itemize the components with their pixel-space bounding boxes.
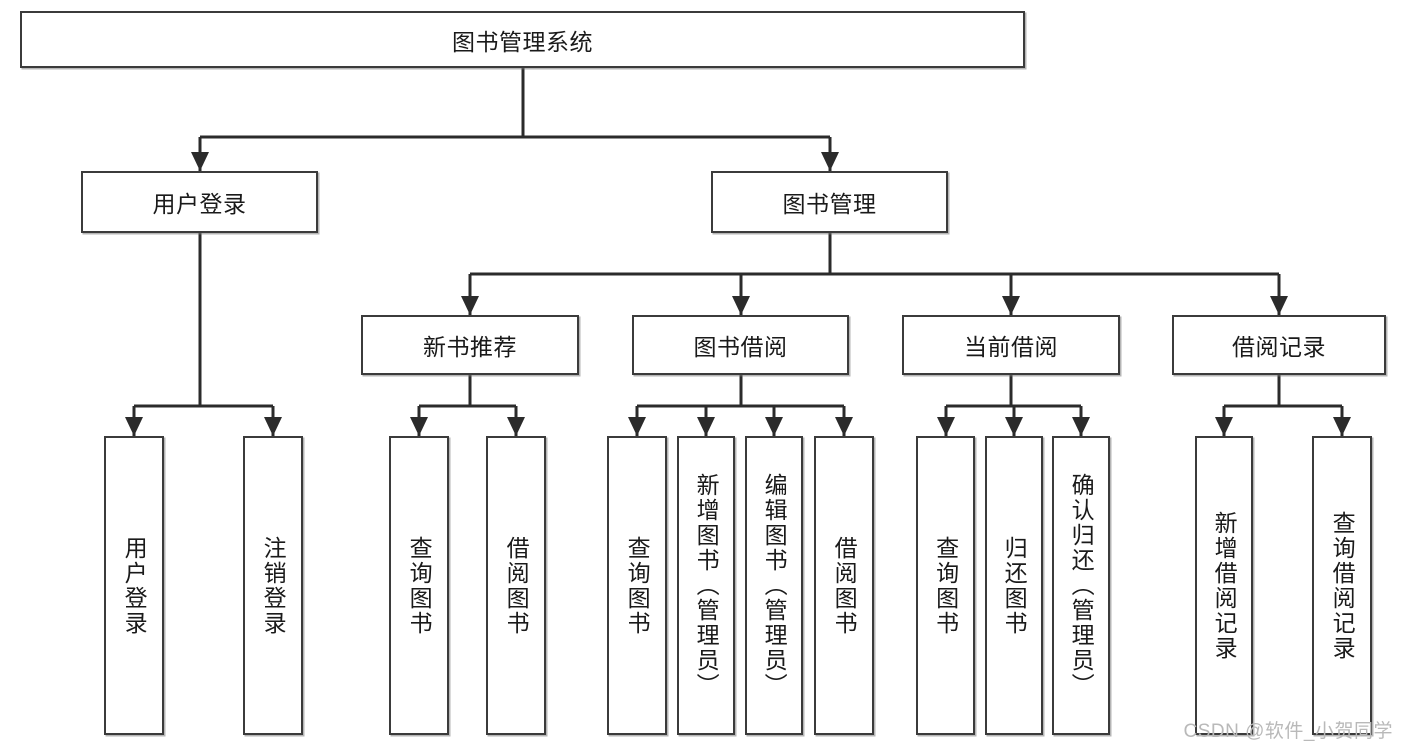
node-label: 编辑图书（管理员） [761,473,788,698]
node-leaf-logout[interactable]: 注销登录 [243,436,303,735]
node-leaf-query-book-cb[interactable]: 查询图书 [916,436,975,735]
node-label: 借阅图书 [503,535,530,636]
node-leaf-borrow-book-bb[interactable]: 借阅图书 [814,436,874,735]
node-label: 查询借阅记录 [1329,510,1356,661]
node-new-book-recommend[interactable]: 新书推荐 [361,315,579,375]
node-borrow-record[interactable]: 借阅记录 [1172,315,1386,375]
node-label: 图书管理系统 [452,28,593,55]
node-book-borrow[interactable]: 图书借阅 [632,315,849,375]
arrowhead-icon [1005,417,1023,436]
node-leaf-query-borrow-record[interactable]: 查询借阅记录 [1312,436,1372,735]
watermark-text: CSDN @软件_小贺同学 [1183,721,1393,742]
node-label: 查询图书 [624,535,651,636]
node-leaf-query-book-bb[interactable]: 查询图书 [607,436,667,735]
arrowhead-icon [732,296,750,315]
arrowhead-icon [835,417,853,436]
node-leaf-add-borrow-record[interactable]: 新增借阅记录 [1195,436,1253,735]
node-book-manage[interactable]: 图书管理 [711,171,948,233]
node-label: 注销登录 [260,535,287,636]
arrowhead-icon [697,417,715,436]
node-leaf-add-book-admin[interactable]: 新增图书（管理员） [677,436,735,735]
arrowhead-icon [461,296,479,315]
node-label: 借阅记录 [1232,334,1326,360]
node-root[interactable]: 图书管理系统 [20,11,1025,68]
node-label: 新书推荐 [423,334,517,360]
node-label: 当前借阅 [964,334,1058,360]
node-current-borrow[interactable]: 当前借阅 [902,315,1120,375]
node-label: 新增借阅记录 [1211,510,1238,661]
node-label: 归还图书 [1001,535,1028,636]
arrowhead-icon [125,417,143,436]
arrowhead-icon [1215,417,1233,436]
node-label: 新增图书（管理员） [693,473,720,698]
node-leaf-user-login[interactable]: 用户登录 [104,436,164,735]
node-label: 用户登录 [121,535,148,636]
node-user-login[interactable]: 用户登录 [81,171,318,233]
arrowhead-icon [1072,417,1090,436]
node-leaf-query-book-nbr[interactable]: 查询图书 [389,436,449,735]
node-label: 查询图书 [932,535,959,636]
arrowhead-icon [1270,296,1288,315]
node-leaf-borrow-book-nbr[interactable]: 借阅图书 [486,436,546,735]
node-label: 借阅图书 [831,535,858,636]
arrowhead-icon [821,152,839,171]
arrowhead-icon [264,417,282,436]
arrowhead-icon [765,417,783,436]
arrowhead-icon [1333,417,1351,436]
node-label: 用户登录 [152,191,247,217]
arrowhead-icon [628,417,646,436]
node-leaf-return-book[interactable]: 归还图书 [985,436,1043,735]
arrowhead-icon [937,417,955,436]
node-leaf-confirm-return-admin[interactable]: 确认归还（管理员） [1052,436,1110,735]
arrowhead-icon [507,417,525,436]
arrowhead-icon [410,417,428,436]
node-label: 查询图书 [406,535,433,636]
node-label: 图书借阅 [693,334,788,360]
arrowhead-icon [191,152,209,171]
node-label: 确认归还（管理员） [1068,473,1095,698]
node-label: 图书管理 [782,191,877,217]
arrowhead-icon [1002,296,1020,315]
node-leaf-edit-book-admin[interactable]: 编辑图书（管理员） [745,436,803,735]
